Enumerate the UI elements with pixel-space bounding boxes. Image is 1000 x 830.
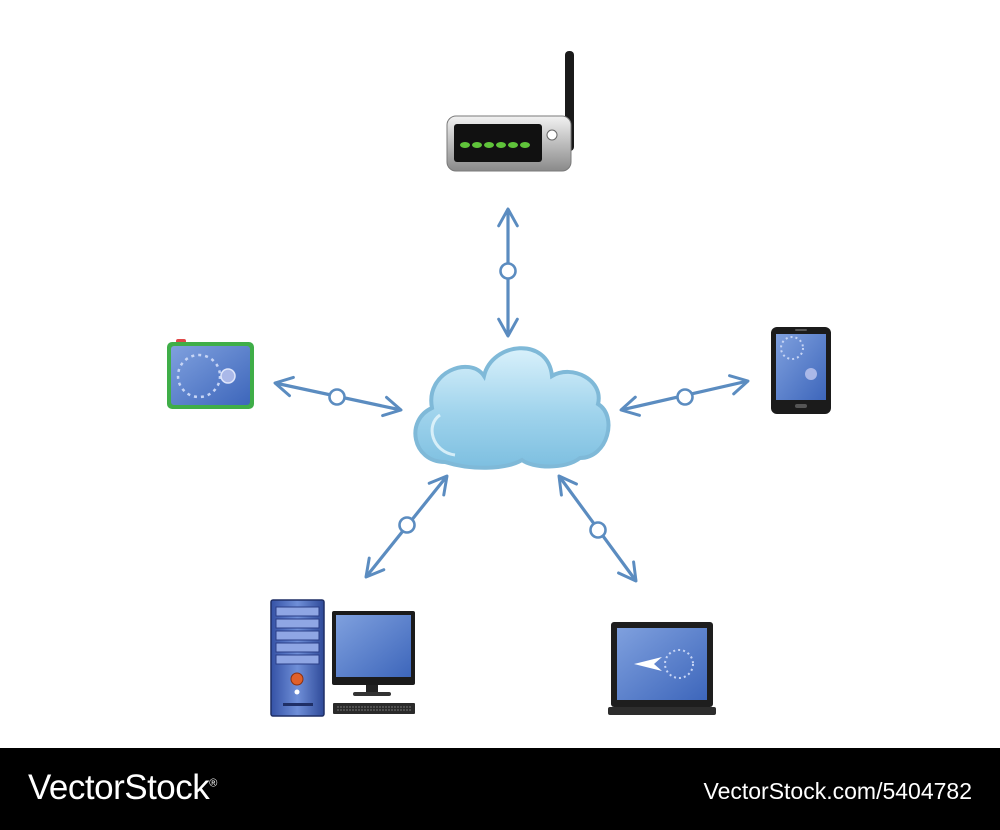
connector-desktop	[364, 474, 449, 579]
connector-smartphone	[619, 374, 750, 417]
connector-router	[497, 207, 519, 338]
footer-bar: VectorStock® VectorStock.com/5404782	[0, 748, 1000, 830]
connector-camera	[273, 375, 403, 418]
cloud-icon	[413, 346, 611, 470]
wifi-router-icon	[446, 51, 574, 172]
laptop-icon	[608, 622, 716, 715]
connector-laptop	[557, 474, 638, 583]
digital-camera-icon	[167, 339, 254, 409]
logo-text: VectorStock	[28, 768, 210, 807]
network-diagram	[167, 51, 831, 717]
vectorstock-logo: VectorStock®	[28, 768, 217, 808]
image-id: VectorStock.com/5404782	[703, 778, 973, 804]
smartphone-icon	[771, 327, 831, 414]
desktop-computer-icon	[270, 599, 415, 717]
registered-mark: ®	[209, 777, 217, 790]
